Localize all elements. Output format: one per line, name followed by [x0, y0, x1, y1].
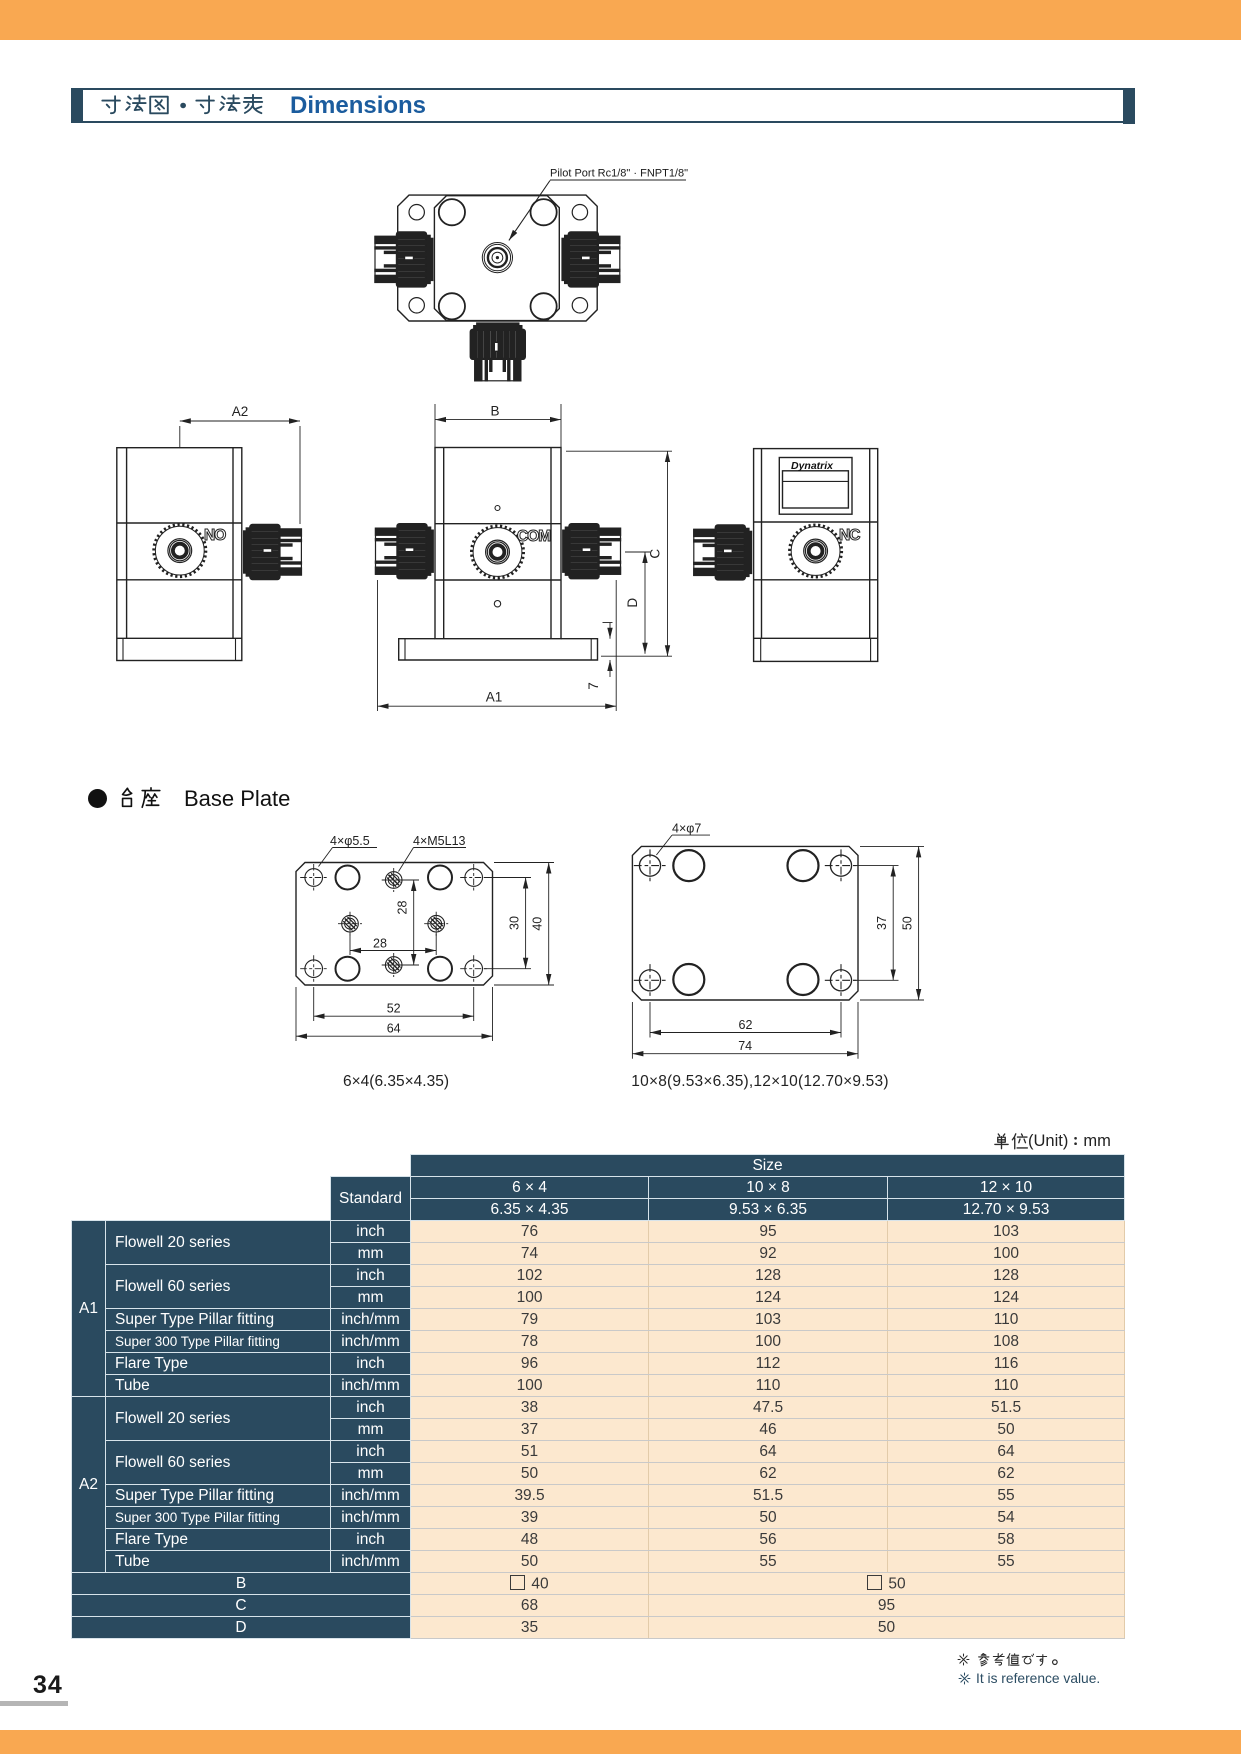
svg-text:NC: NC — [839, 527, 860, 544]
svg-text:COM: COM — [517, 528, 550, 545]
svg-text:28: 28 — [373, 937, 387, 951]
svg-text:52: 52 — [387, 1002, 401, 1016]
svg-text:37: 37 — [875, 916, 889, 930]
svg-text:62: 62 — [739, 1018, 753, 1032]
svg-text:4×φ5.5: 4×φ5.5 — [330, 834, 370, 848]
svg-text:D: D — [625, 598, 640, 608]
svg-text:NO: NO — [204, 527, 226, 544]
svg-text:A1: A1 — [486, 690, 503, 705]
svg-text:64: 64 — [387, 1022, 401, 1036]
svg-text:B: B — [490, 404, 499, 419]
svg-text:28: 28 — [396, 901, 410, 915]
svg-text:Dynatrix: Dynatrix — [791, 460, 834, 472]
svg-text:4×M5L13: 4×M5L13 — [413, 834, 466, 848]
svg-text:50: 50 — [901, 916, 915, 930]
svg-text:A2: A2 — [232, 404, 249, 419]
svg-text:4×φ7: 4×φ7 — [672, 822, 701, 836]
svg-text:30: 30 — [508, 916, 522, 930]
svg-text:40: 40 — [531, 917, 545, 931]
svg-text:C: C — [648, 549, 663, 559]
svg-text:7: 7 — [586, 682, 601, 690]
svg-text:Pilot Port Rc1/8" · FNPT1/8": Pilot Port Rc1/8" · FNPT1/8" — [550, 168, 688, 180]
svg-text:74: 74 — [738, 1039, 752, 1053]
